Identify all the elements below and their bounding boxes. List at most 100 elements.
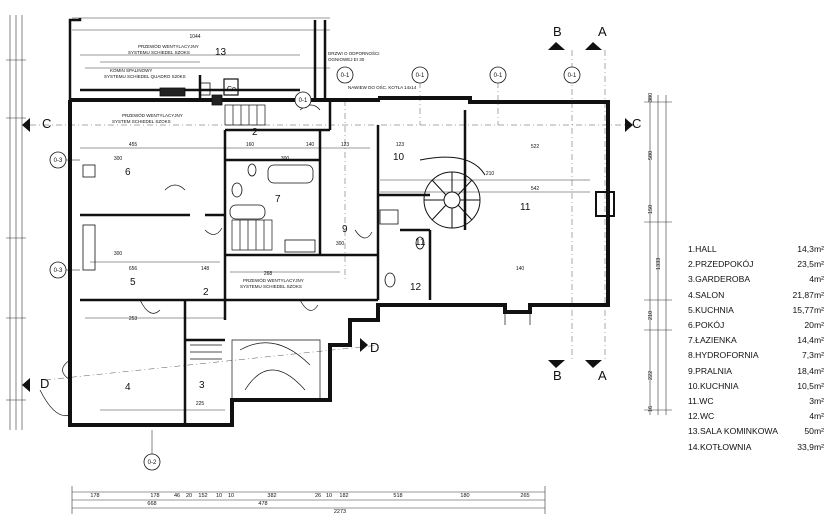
note-vent-3b: SYSTEMU SCHIEDEL SZOKS — [240, 284, 302, 289]
legend-row: 2.PRZEDPOKÓJ 23,5m² — [688, 257, 824, 272]
dim-inner: 253 — [129, 316, 138, 322]
note-chimney: KOMIN SPALINOWY — [110, 68, 152, 73]
dim-inner: 542 — [531, 186, 540, 192]
inner-dimensions: 455 522 542 300 300 300 300 268 148 656 … — [114, 34, 540, 407]
axis-tag: 0-3 — [54, 268, 63, 274]
legend-room-area: 4m² — [809, 272, 824, 287]
spiral-stair — [419, 156, 486, 229]
dim-inner: 123 — [341, 142, 350, 148]
legend-area-value: 20 — [804, 320, 814, 331]
legend-room-area: 4m² — [809, 409, 824, 424]
note-vent-2b: SYSTEM SCHIEDEL SZOKS — [112, 119, 171, 124]
legend-area-value: 7,3 — [802, 350, 814, 361]
section-label-d-right: D — [370, 340, 379, 355]
room-number-11-wc: 11 — [415, 237, 426, 248]
legend-room-name: 13.SALA KOMINKOWA — [688, 426, 778, 437]
legend-area-value: 50 — [804, 426, 814, 437]
legend-room-area: 14,4m² — [797, 333, 824, 348]
room-number-10: 10 — [393, 152, 405, 163]
dim-right: 150 — [648, 205, 654, 214]
legend-room-name: 3.GARDEROBA — [688, 274, 751, 285]
axis-tag: 0-1 — [299, 98, 308, 104]
legend-room-area: 14,3m² — [797, 242, 824, 257]
legend-area-unit: m² — [813, 380, 824, 391]
dim-right: 580 — [648, 151, 654, 160]
bottom-dimensions: 178 178 46 20 152 10 10 382 26 10 182 51… — [90, 493, 529, 515]
legend-room-name: 2.PRZEDPOKÓJ — [688, 259, 754, 270]
legend-area-unit: m² — [813, 320, 824, 331]
legend-room-name: 14.KOTŁOWNIA — [688, 441, 752, 452]
room-number-3: 3 — [199, 380, 205, 391]
legend-area-unit: m² — [813, 289, 824, 300]
axis-tag-leaders — [66, 159, 153, 454]
legend-area-value: 14,3 — [797, 244, 814, 254]
dim-right: 1333 — [656, 258, 662, 270]
legend-room-area: 33,9m² — [797, 440, 824, 455]
dim-inner: 140 — [516, 266, 525, 272]
dim-right: 16 — [648, 406, 654, 412]
dim-bottom: 10 — [326, 493, 332, 499]
legend-area-unit: m² — [813, 335, 824, 346]
note-co: Co — [227, 86, 236, 93]
legend-row: 6.POKÓJ 20m² — [688, 318, 824, 333]
note-vent-3: PRZEWÓD WENTYLACYJNY — [243, 277, 304, 283]
section-marks — [22, 42, 633, 392]
dim-bottom-total: 2273 — [334, 509, 346, 515]
room-number-9: 9 — [342, 224, 348, 235]
legend-area-value: 15,77 — [792, 304, 814, 315]
note-vent-1: PRZEWÓD WENTYLACYJNY — [138, 43, 199, 49]
axis-tag-labels: 0-1 0-1 0-1 0-1 0-1 0-2 0-3 0-3 — [54, 73, 577, 466]
legend-row: 14.KOTŁOWNIA 33,9m² — [688, 440, 824, 455]
dim-bottom: 382 — [267, 493, 276, 499]
dim-inner: 123 — [396, 142, 405, 148]
walls — [68, 96, 610, 427]
dim-inner: 300 — [281, 156, 290, 162]
legend-area-value: 23,5 — [797, 259, 814, 270]
legend-room-name: 8.HYDROFORNIA — [688, 350, 759, 361]
room-number-1: 2 — [203, 287, 209, 298]
dim-inner: 300 — [114, 156, 123, 162]
room-number-7: 7 — [275, 194, 281, 205]
legend-row: 8.HYDROFORNIA 7,3m² — [688, 348, 824, 363]
dim-bottom: 46 — [174, 493, 180, 499]
dim-right: 222 — [648, 371, 654, 380]
section-label-a-top: A — [598, 24, 607, 39]
room-number-11: 11 — [520, 202, 531, 213]
section-label-d-left: D — [40, 376, 49, 391]
legend-area-value: 10,5 — [797, 380, 814, 391]
dim-inner: 268 — [264, 271, 273, 277]
dim-bottom: 152 — [198, 493, 207, 499]
legend-room-name: 5.KUCHNIA — [688, 304, 734, 315]
dim-inner: 140 — [306, 142, 315, 148]
legend-area-unit: m² — [813, 304, 824, 315]
legend-room-area: 7,3m² — [802, 348, 824, 363]
legend-area-value: 4 — [809, 274, 814, 285]
legend-room-name: 11.WC — [688, 396, 714, 407]
legend-room-area: 10,5m² — [797, 379, 824, 394]
dim-bottom: 182 — [339, 493, 348, 499]
legend-room-name: 4.SALON — [688, 289, 725, 300]
note-boiler: NAWIEW DO OŚC. KOTŁA 14x14 — [348, 83, 417, 90]
legend-room-area: 23,5m² — [797, 257, 824, 272]
room-number-2: 2 — [252, 127, 258, 138]
dim-bottom: 478 — [258, 501, 267, 507]
dimension-lines — [6, 15, 672, 514]
dim-bottom: 180 — [460, 493, 469, 499]
axis-tag-circles — [49, 66, 581, 471]
legend-room-name: 6.POKÓJ — [688, 320, 725, 331]
legend-area-unit: m² — [813, 259, 824, 270]
interior-walls — [80, 100, 467, 425]
legend-room-name: 7.ŁAZIENKA — [688, 335, 737, 346]
note-door-b: OGNIOWEJ EI 30 — [328, 57, 365, 62]
room-numbers: 2 2 3 4 5 6 7 9 10 11 11 12 13 — [125, 47, 531, 393]
dim-right: 380 — [648, 93, 654, 102]
dim-inner: 300 — [114, 251, 123, 257]
dim-inner: 455 — [129, 142, 138, 148]
